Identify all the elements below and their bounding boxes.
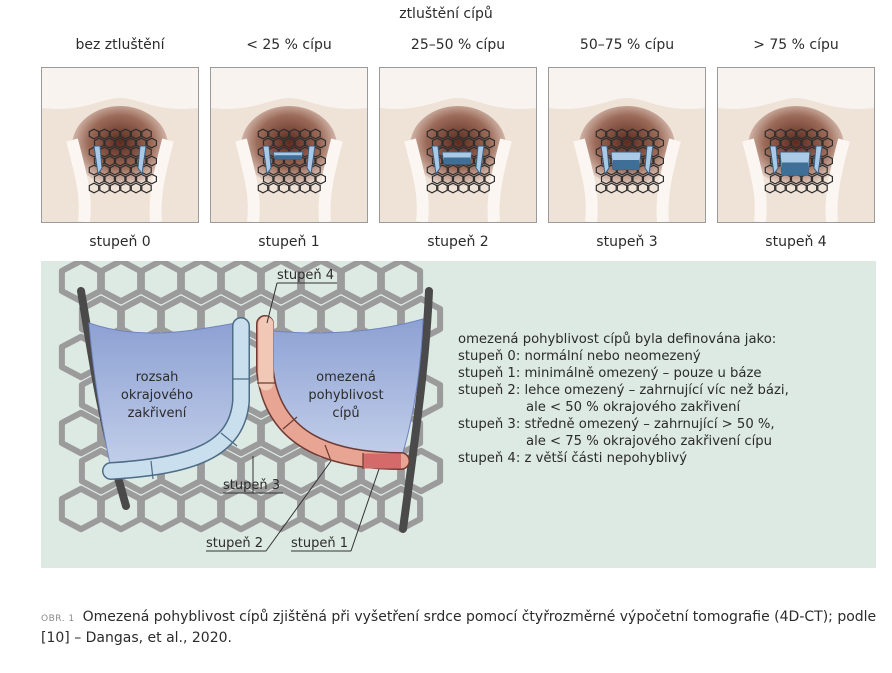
column-label: < 25 % cípu [246, 37, 332, 53]
leaflet-label-line: pohyblivost [308, 388, 383, 403]
grade-label: stupeň 1 [258, 234, 320, 250]
legend-item: stupeň 0: normální nebo neomezený [458, 349, 701, 364]
right-leaflet-label: omezená pohyblivost cípů [308, 370, 383, 421]
leaflet-label-line: rozsah [136, 370, 179, 385]
callout-grade-4: stupeň 4 [277, 268, 334, 283]
valve-illustration [717, 67, 875, 223]
legend-item: ale < 75 % okrajového zakřivení cípu [526, 434, 772, 449]
grade-label: stupeň 4 [765, 234, 827, 250]
legend-item: stupeň 4: z větší části nepohyblivý [458, 451, 687, 466]
grade-label: stupeň 3 [596, 234, 658, 250]
callout-grade-1: stupeň 1 [291, 536, 348, 551]
leaflet-label-line: okrajového [121, 388, 193, 403]
figure-title: ztluštění cípů [399, 6, 493, 22]
leaflet-label-line: zakřivení [128, 406, 187, 421]
diagram-box: stupeň 4 stupeň 3 stupeň 2 stupeň 1 rozs… [41, 257, 876, 568]
leaflet-label-line: omezená [316, 370, 376, 385]
callout-grade-3: stupeň 3 [223, 478, 280, 493]
valve-illustration [210, 67, 368, 223]
grade-label: stupeň 0 [89, 234, 151, 250]
legend-item: stupeň 1: minimálně omezený – pouze u bá… [458, 366, 762, 381]
column-label: > 75 % cípu [753, 37, 839, 53]
valve-illustration [548, 67, 706, 223]
caption-tag: OBR. 1 [41, 614, 75, 624]
legend-intro: omezená pohyblivost cípů byla definována… [458, 332, 777, 347]
legend: omezená pohyblivost cípů byla definována… [458, 331, 789, 467]
left-leaflet-label: rozsah okrajového zakřivení [121, 370, 193, 421]
leaflet-label-line: cípů [332, 406, 359, 421]
stent-post-right [399, 287, 433, 533]
column-label: 50–75 % cípu [579, 37, 675, 53]
column-label: bez ztluštění [75, 37, 165, 53]
grade-label: stupeň 2 [427, 234, 489, 250]
valve-illustration [41, 67, 199, 223]
column-label: 25–50 % cípu [410, 37, 506, 53]
legend-item: stupeň 2: lehce omezený – zahrnující víc… [458, 383, 789, 398]
legend-item: stupeň 3: středně omezený – zahrnující >… [458, 417, 775, 432]
callout-grade-2: stupeň 2 [206, 536, 263, 551]
leaflet-diagram: stupeň 4 stupeň 3 stupeň 2 stupeň 1 rozs… [58, 257, 444, 552]
legend-item: ale < 50 % okrajového zakřivení [526, 400, 741, 415]
caption-text: Omezená pohyblivost cípů zjištěná při vy… [41, 609, 877, 646]
valve-illustration [379, 67, 537, 223]
